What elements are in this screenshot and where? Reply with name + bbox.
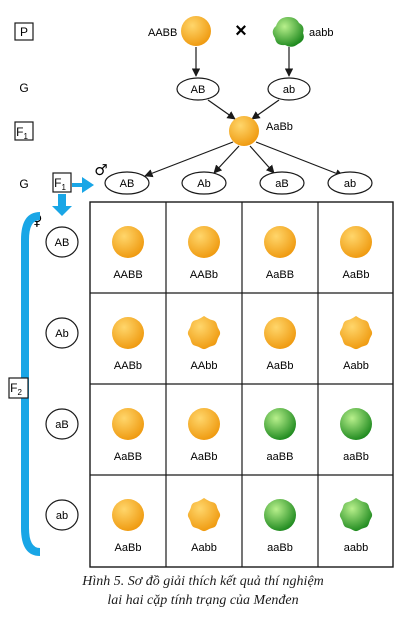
offspring-pea-smooth	[188, 226, 220, 258]
parent-left-genotype: AABB	[148, 27, 177, 39]
arrow-f1-gamete-2	[213, 145, 240, 174]
offspring-genotype: Aabb	[343, 360, 369, 372]
offspring-pea-wrinkled	[339, 316, 373, 350]
male-gametes: AB Ab aB ab	[104, 171, 373, 195]
offspring-genotype: AaBB	[114, 451, 142, 463]
offspring-pea-smooth	[264, 317, 296, 349]
parent-left-pea	[181, 16, 211, 46]
offspring-pea-smooth	[264, 499, 296, 531]
offspring-genotype: AaBb	[191, 451, 218, 463]
f2-bracket	[21, 212, 40, 556]
offspring-pea-smooth	[264, 226, 296, 258]
f1-label: F	[16, 125, 23, 139]
offspring-pea-smooth	[264, 408, 296, 440]
female-gamete-label: ab	[56, 510, 68, 522]
male-gamete-label: Ab	[197, 178, 210, 190]
arrow-f1-gamete-4	[255, 141, 344, 178]
offspring-pea-smooth	[188, 408, 220, 440]
offspring-pea-wrinkled	[187, 498, 221, 532]
arrow-gamete-f1-right	[251, 99, 280, 120]
female-gamete-label: Ab	[55, 328, 68, 340]
female-gamete-oval	[45, 226, 79, 258]
offspring-genotype: aaBb	[343, 451, 369, 463]
male-symbol: ♂	[94, 161, 107, 179]
arrow-gamete-f1-left	[207, 99, 236, 120]
offspring-pea-smooth	[112, 499, 144, 531]
f2-label: F	[10, 381, 17, 395]
blue-arrow-down	[52, 194, 72, 216]
f1-gamete-box	[52, 172, 72, 193]
f1-box-label: F	[54, 176, 61, 190]
offspring-genotype: aaBB	[267, 451, 294, 463]
offspring-genotype: AAbb	[191, 360, 218, 372]
offspring-genotype: AaBB	[266, 269, 294, 281]
male-gamete-oval	[259, 171, 305, 195]
cross-symbol: ×	[235, 20, 247, 42]
f1-pea	[229, 116, 259, 146]
male-gamete-oval	[104, 171, 150, 195]
arrow-f1-gamete-1	[144, 141, 234, 178]
offspring-genotype: AABb	[190, 269, 218, 281]
p-label-box	[14, 22, 34, 41]
female-gamete-label: aB	[55, 419, 68, 431]
parent-right-pea	[272, 17, 304, 47]
offspring-pea-wrinkled	[339, 498, 373, 532]
female-gamete-oval	[45, 408, 79, 440]
offspring-genotype: AaBb	[343, 269, 370, 281]
svg-text:F1: F1	[16, 125, 28, 141]
parent-right-genotype: aabb	[309, 27, 333, 39]
f1-box-label-sub: 1	[61, 183, 66, 192]
male-gamete-label: aB	[275, 178, 288, 190]
female-gamete-oval	[45, 317, 79, 349]
male-gamete-label: ab	[344, 178, 356, 190]
male-gamete-oval	[181, 171, 227, 195]
g-parent-label: G	[19, 81, 28, 95]
offspring-genotype: AABB	[113, 269, 142, 281]
offspring-pea-smooth	[340, 408, 372, 440]
parent-gamete-2: ab	[283, 84, 295, 96]
f2-label-box	[8, 377, 29, 399]
parent-gamete-2-oval	[267, 77, 311, 101]
caption-line-2: lai hai cặp tính trạng của Menđen	[107, 593, 299, 608]
svg-text:F1: F1	[54, 176, 66, 192]
offspring-pea-smooth	[112, 317, 144, 349]
p-label: P	[20, 25, 28, 39]
offspring-genotype: AaBb	[115, 542, 142, 554]
f1-label-box	[14, 121, 34, 141]
offspring-pea-wrinkled	[187, 316, 221, 350]
svg-text:F2: F2	[10, 381, 22, 397]
offspring-genotype: Aabb	[191, 542, 217, 554]
male-gamete-oval	[327, 171, 373, 195]
female-gamete-oval	[45, 499, 79, 531]
g-f1-label: G	[19, 177, 28, 191]
male-gamete-label: AB	[120, 178, 135, 190]
caption-line-1: Hình 5. Sơ đồ giải thích kết quả thí ngh…	[82, 574, 324, 589]
offspring-genotype: AaBb	[267, 360, 294, 372]
offspring-genotype: aaBb	[267, 542, 293, 554]
offspring-pea-smooth	[112, 408, 144, 440]
f2-label-sub: 2	[17, 388, 22, 397]
arrow-f1-gamete-3	[249, 145, 275, 174]
offspring-genotype: AABb	[114, 360, 142, 372]
offspring-pea-smooth	[112, 226, 144, 258]
female-gametes: AB Ab aB ab	[45, 226, 79, 531]
female-gamete-label: AB	[55, 237, 70, 249]
parent-gamete-1: AB	[191, 84, 206, 96]
blue-arrow-right	[72, 177, 94, 193]
parent-gamete-1-oval	[176, 77, 220, 101]
f1-genotype: AaBb	[266, 121, 293, 133]
f1-label-sub: 1	[23, 132, 28, 141]
offspring-pea-smooth	[340, 226, 372, 258]
offspring-genotype: aabb	[344, 542, 368, 554]
